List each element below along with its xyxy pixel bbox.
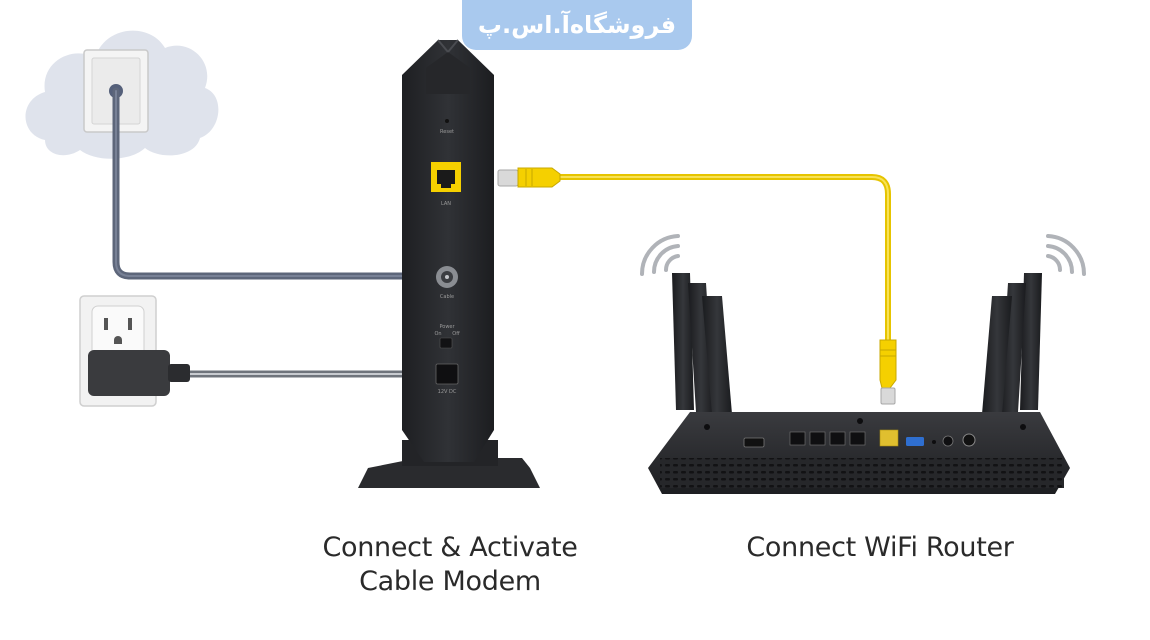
wifi-router (648, 273, 1070, 494)
modem-body (402, 40, 494, 462)
lan-port-3 (829, 431, 846, 446)
router-caption-text: Connect WiFi Router (746, 532, 1014, 563)
power-switch (439, 337, 453, 349)
wifi-waves-right-icon (1046, 234, 1087, 276)
power-port (435, 363, 459, 385)
antenna-left-1 (672, 273, 694, 410)
cable-modem: Reset LAN Cable Power On Off 12V DC (358, 39, 540, 488)
lan-port-2 (809, 431, 826, 446)
lan-port-4 (849, 431, 866, 446)
reset-button (445, 119, 449, 123)
modem-caption-line1: Connect & Activate (322, 532, 578, 563)
modem-caption: Connect & Activate Cable Modem (290, 531, 610, 599)
usb-port-2 (906, 437, 924, 446)
lan-label: LAN (441, 201, 451, 207)
power-jack (942, 435, 954, 447)
cloud-wall-jack (25, 30, 219, 159)
power-button (962, 433, 976, 447)
lan-port-1 (789, 431, 806, 446)
ethernet-plug-router (879, 339, 897, 405)
wan-port (879, 429, 899, 447)
watermark-badge: فروشگاه‌آ.اس.پ (462, 0, 692, 50)
antenna-right-1 (1020, 273, 1042, 410)
on-label: On (434, 331, 441, 337)
reset-label: Reset (440, 129, 454, 135)
power-adapter (88, 350, 444, 396)
antenna-right-3 (982, 296, 1012, 414)
power-label: Power (439, 324, 455, 330)
off-label: Off (452, 331, 460, 337)
cable-label: Cable (440, 294, 454, 300)
router-vents (660, 458, 1064, 488)
wifi-waves-left-icon (639, 234, 680, 276)
antenna-left-3 (702, 296, 732, 414)
ethernet-plug-modem (497, 167, 561, 188)
router-caption: Connect WiFi Router (700, 531, 1060, 565)
dc-in-label: 12V DC (438, 389, 457, 395)
modem-caption-line2: Cable Modem (359, 566, 541, 597)
usb-port-1 (743, 437, 765, 448)
